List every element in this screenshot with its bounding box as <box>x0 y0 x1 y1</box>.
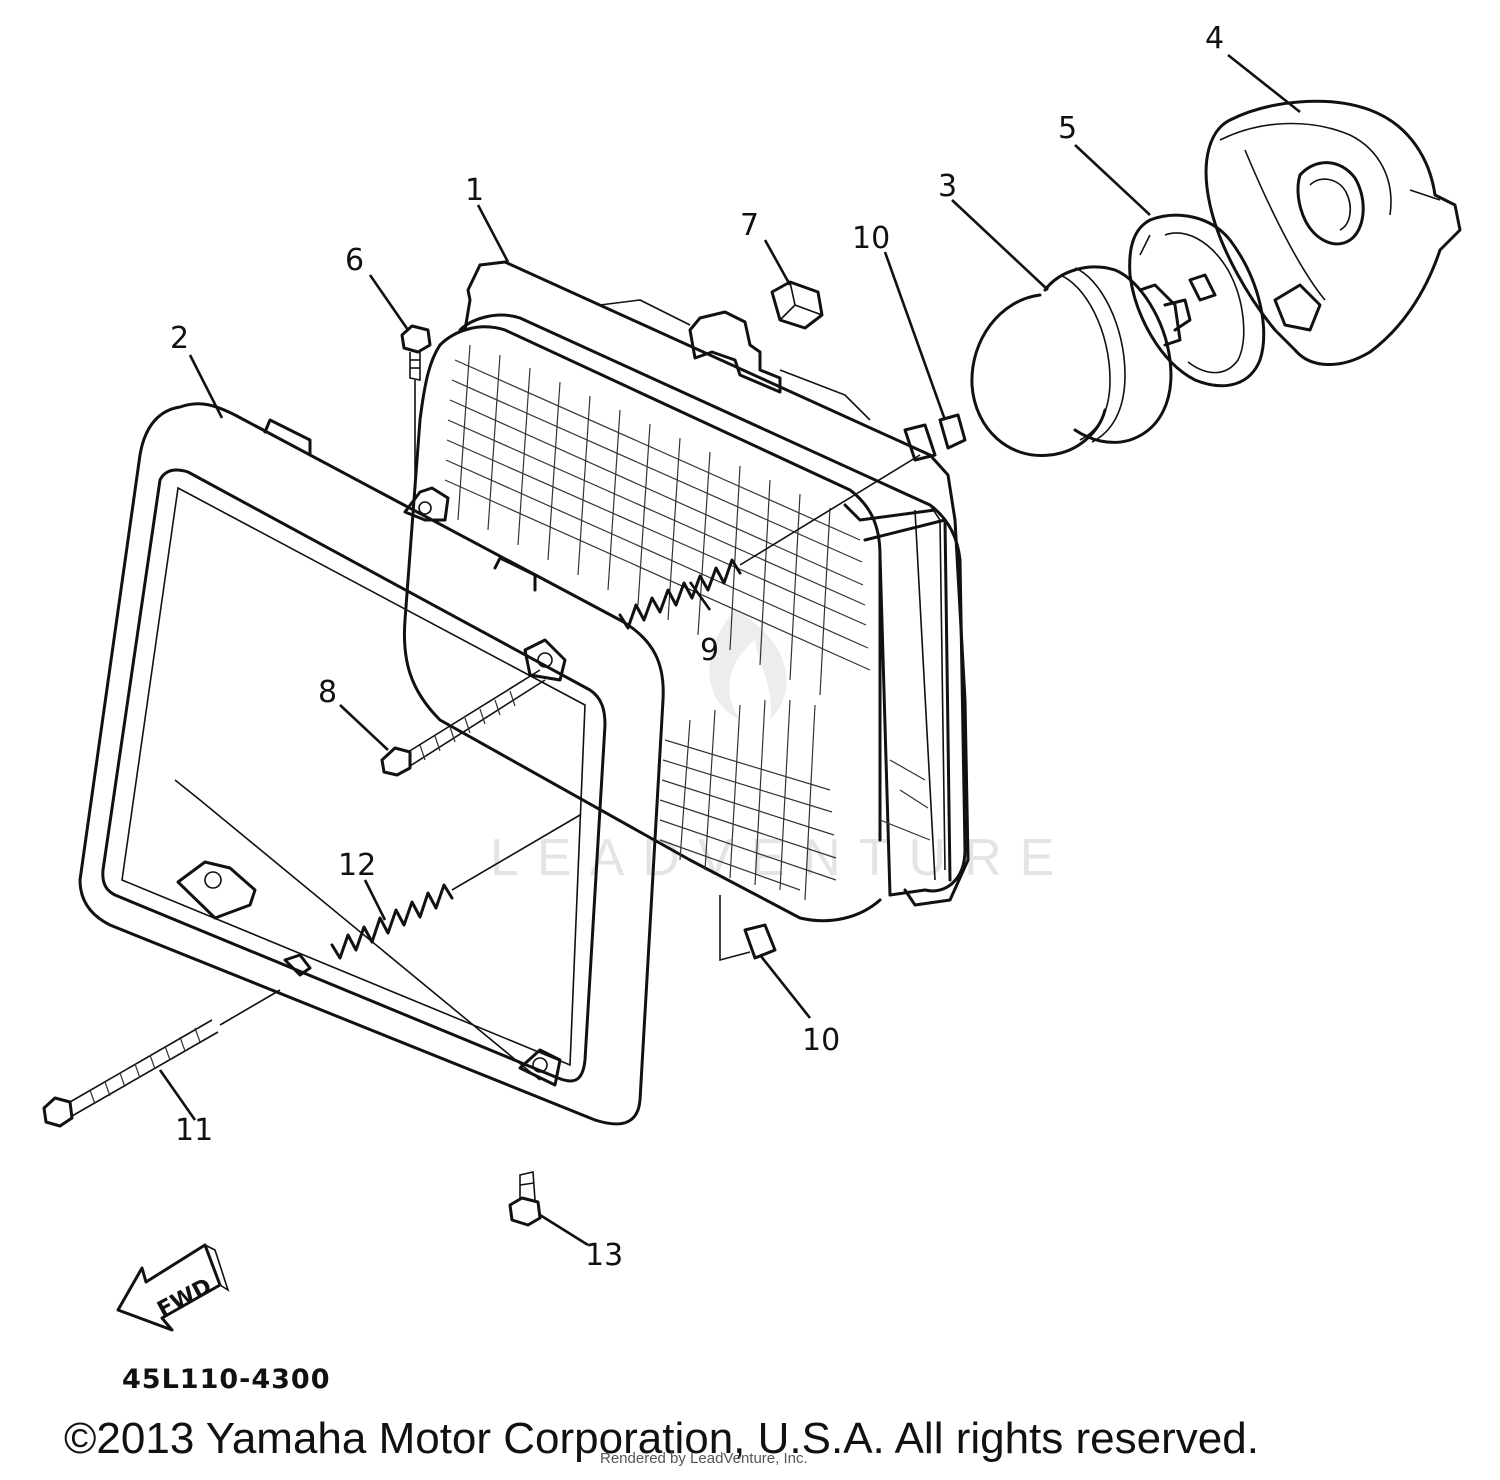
callout-10-lower: 10 <box>802 1023 840 1058</box>
adjusting-screw-part-8 <box>380 669 546 777</box>
callout-9: 9 <box>700 633 719 668</box>
long-screw-part-11 <box>42 989 281 1128</box>
spring-part-12 <box>330 814 581 960</box>
callout-2: 2 <box>170 321 189 356</box>
copyright-notice: ©2013 Yamaha Motor Corporation, U.S.A. A… <box>64 1414 1259 1463</box>
socket-part-5 <box>1128 213 1266 388</box>
callout-1: 1 <box>465 173 484 208</box>
nut-part-10-upper <box>903 413 967 462</box>
bulb-part-3 <box>970 265 1192 458</box>
callout-numbers: 1 2 3 4 5 6 7 8 9 10 10 11 12 13 <box>170 21 1224 1273</box>
callout-8: 8 <box>318 675 337 710</box>
callout-7: 7 <box>740 208 759 243</box>
nut-part-10-lower <box>719 895 777 962</box>
watermark: LEADVENTURE <box>490 610 1054 887</box>
leader-lines <box>158 53 1301 1247</box>
screw-part-6 <box>400 324 432 500</box>
fwd-arrow-icon: FWD <box>116 1243 230 1332</box>
diagram-code: 45L110-4300 <box>122 1364 331 1395</box>
headlight-rim-part-2 <box>78 402 665 1126</box>
dust-cover-part-4 <box>1204 99 1462 366</box>
callout-6: 6 <box>345 243 364 278</box>
callout-12: 12 <box>338 848 376 883</box>
screw-part-13 <box>508 1171 542 1227</box>
cap-part-7 <box>770 280 824 330</box>
headlight-unit-part-1 <box>402 260 970 923</box>
callout-13: 13 <box>585 1238 623 1273</box>
spring-part-9 <box>618 454 921 630</box>
callout-3: 3 <box>938 169 957 204</box>
callout-4: 4 <box>1205 21 1224 56</box>
fwd-label: FWD <box>153 1274 216 1323</box>
rendered-by-note: Rendered by LeadVenture, Inc. <box>600 1450 808 1467</box>
callout-10-upper: 10 <box>852 221 890 256</box>
callout-5: 5 <box>1058 111 1077 146</box>
callout-11: 11 <box>175 1113 213 1148</box>
